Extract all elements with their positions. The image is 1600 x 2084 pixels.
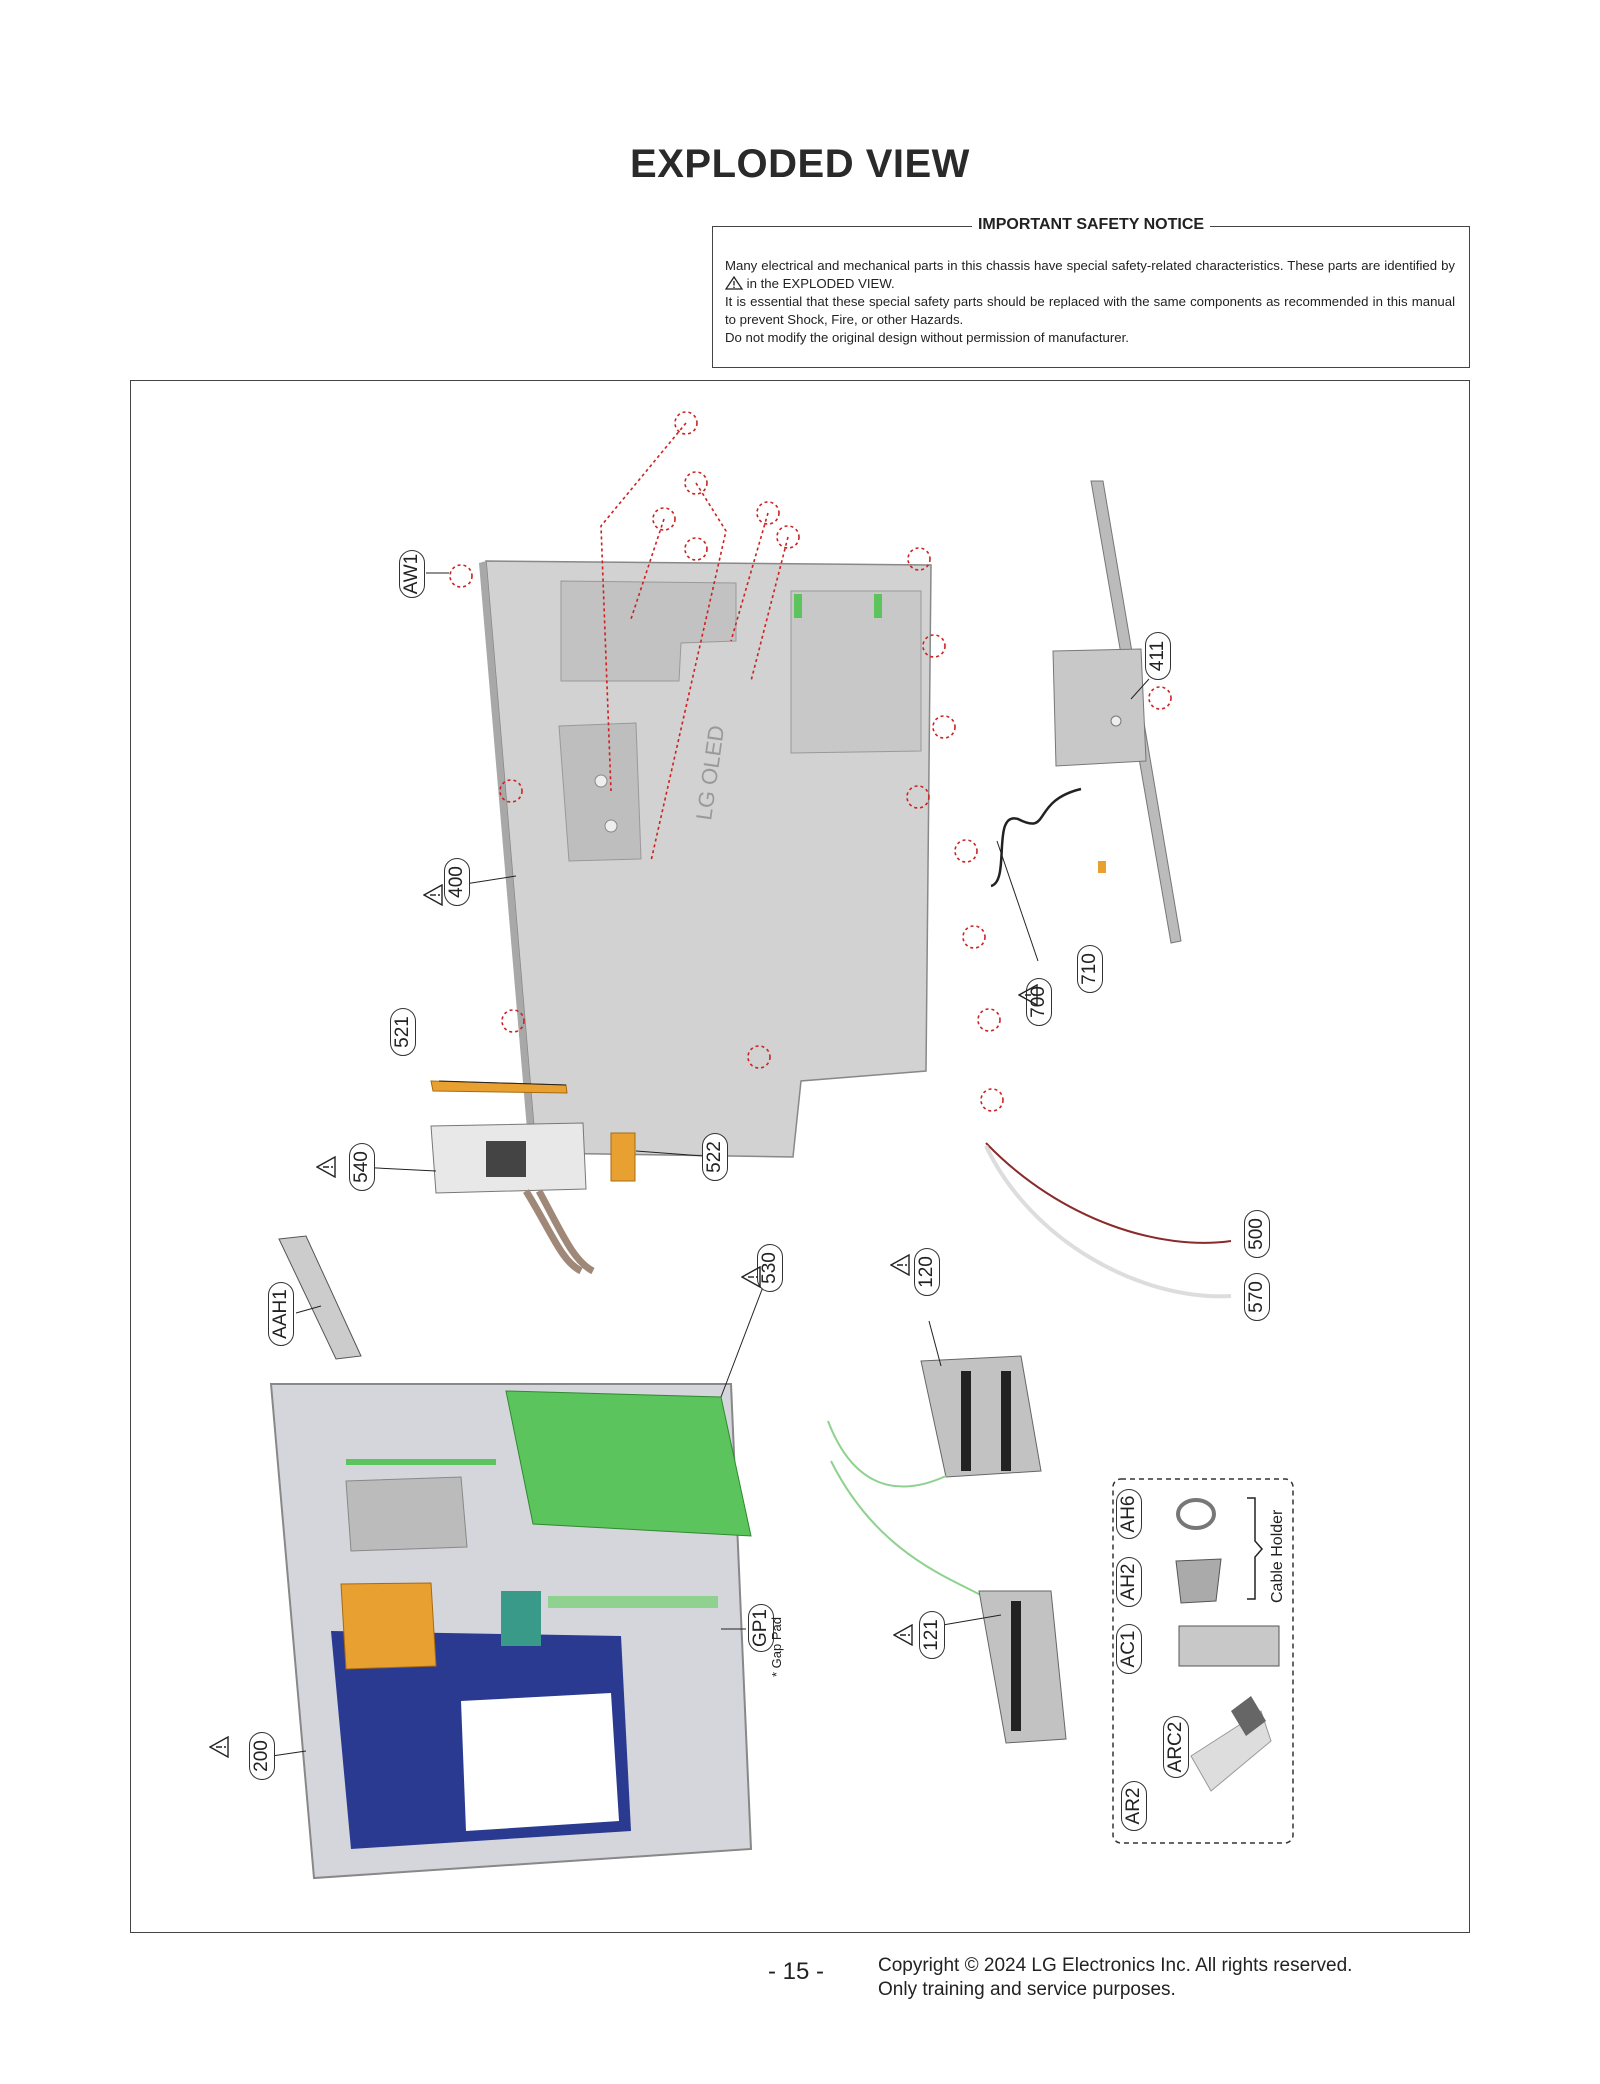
part-710-drawing [1098, 861, 1106, 873]
bracket-522-drawing [610, 1132, 636, 1182]
cable-holder-bracket [1247, 1497, 1263, 1600]
part-label-120: 120 [914, 1248, 940, 1296]
page-title: EXPLODED VIEW [630, 142, 970, 186]
screw-markers [449, 411, 1172, 1112]
warning-triangle-icon [209, 1736, 229, 1758]
cable-570-drawing [984, 1145, 1232, 1299]
part-label-ar2: AR2 [1121, 1781, 1147, 1831]
page-number: - 15 - [768, 1958, 825, 1985]
part-label-570: 570 [1244, 1273, 1270, 1321]
warning-triangle-icon [893, 1624, 913, 1646]
cable-700-drawing [990, 787, 1082, 888]
part-label-121: 121 [919, 1611, 945, 1659]
part-label-aah1: AAH1 [268, 1282, 294, 1346]
part-label-ah2: AH2 [1116, 1557, 1142, 1607]
part-label-400: 400 [444, 858, 470, 906]
part-ac1-drawing [1178, 1625, 1280, 1667]
board-121-drawing [978, 1590, 1067, 1744]
warning-triangle-icon [1018, 984, 1038, 1006]
notice-line2: It is essential that these special safet… [725, 294, 1455, 327]
exploded-view-drawing: LG OLED [269, 411, 1294, 1880]
warning-triangle-icon [316, 1156, 336, 1178]
cable-500-drawing [985, 1142, 1232, 1244]
cable-holder-note: Cable Holder [1269, 1509, 1286, 1603]
notice-line1a: Many electrical and mechanical parts in … [725, 258, 1455, 273]
part-label-411: 411 [1145, 632, 1171, 680]
copyright-line2: Only training and service purposes. [878, 1979, 1176, 2000]
part-label-521: 521 [390, 1008, 416, 1056]
part-label-500: 500 [1244, 1210, 1270, 1258]
part-label-200: 200 [249, 1732, 275, 1780]
part-label-522: 522 [702, 1133, 728, 1181]
copyright: Copyright © 2024 LG Electronics Inc. All… [878, 1954, 1352, 2002]
part-aah1-drawing [278, 1235, 362, 1360]
part-label-ac1: AC1 [1116, 1624, 1142, 1674]
main-frame-200-drawing [269, 1383, 753, 1880]
part-label-ah6: AH6 [1116, 1489, 1142, 1539]
safety-notice-body: Many electrical and mechanical parts in … [725, 257, 1455, 347]
safety-notice-heading: IMPORTANT SAFETY NOTICE [971, 216, 1211, 234]
part-ah2-drawing [1175, 1558, 1222, 1604]
rear-cover-400-drawing: LG OLED [479, 560, 932, 1158]
notice-line3: Do not modify the original design withou… [725, 330, 1129, 345]
part-label-arc2: ARC2 [1163, 1716, 1189, 1778]
safety-notice-box: IMPORTANT SAFETY NOTICE Many electrical … [712, 216, 1470, 368]
part-label-540: 540 [349, 1143, 375, 1191]
board-120-drawing [920, 1355, 1042, 1478]
part-arc2-drawing [1231, 1696, 1266, 1736]
cable-green-1-drawing [827, 1420, 947, 1488]
accessory-box [1112, 1478, 1294, 1844]
warning-triangle-icon [725, 276, 743, 290]
warning-triangle-icon [741, 1266, 761, 1288]
board-540-drawing [430, 1122, 595, 1275]
warning-triangle-icon [890, 1254, 910, 1276]
part-label-710: 710 [1077, 945, 1103, 993]
cable-green-2-drawing [830, 1460, 992, 1602]
warning-triangle-icon [423, 884, 443, 906]
copyright-line1: Copyright © 2024 LG Electronics Inc. All… [878, 1955, 1353, 1976]
notice-line1b: in the EXPLODED VIEW. [746, 276, 895, 291]
gap-pad-note: * Gap Pad [769, 1617, 784, 1677]
part-ah6-drawing [1176, 1498, 1216, 1530]
exploded-view-diagram: LG OLED [130, 380, 1470, 1933]
stand-bracket-411-drawing [1052, 480, 1182, 944]
part-label-aw1: AW1 [399, 550, 425, 598]
leader-lines [271, 572, 1150, 1757]
